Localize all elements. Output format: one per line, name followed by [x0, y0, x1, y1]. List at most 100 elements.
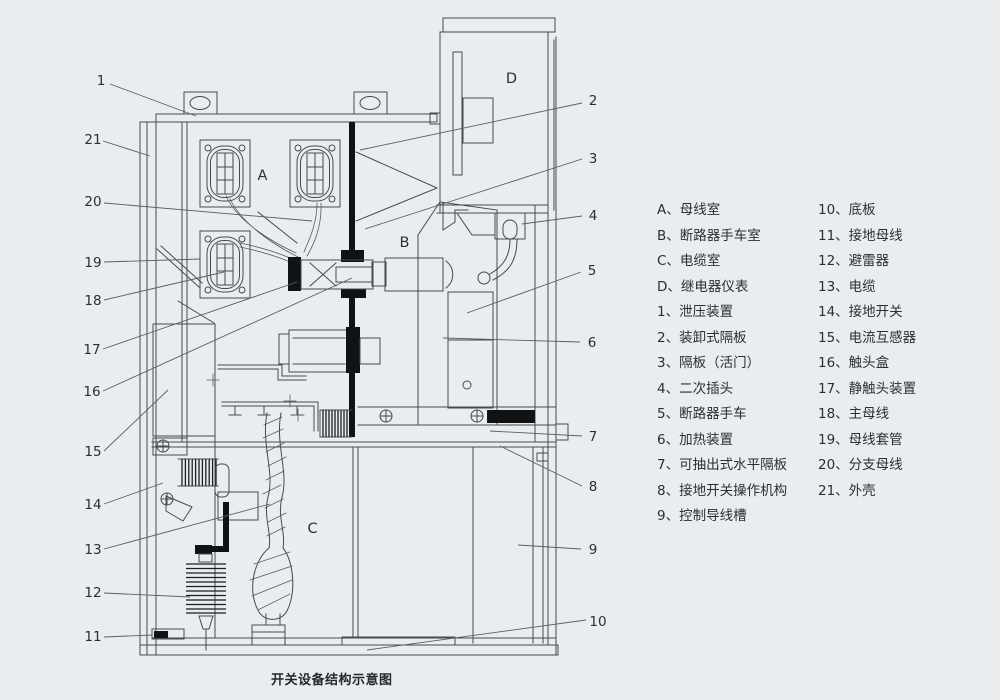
circuit-breaker-truck [447, 291, 494, 409]
lifting-lug [353, 91, 388, 115]
lower-contact-assembly [278, 327, 381, 373]
legend-item-15: 15、电流互感器 [818, 329, 917, 346]
removable-partition [319, 122, 439, 438]
legend-item-10: 10、底板 [818, 202, 876, 218]
legend-item-13: 13、电缆 [818, 278, 876, 295]
legend-item-A: A、母线室 [657, 202, 721, 218]
legend-item-B: B、断路器手车室 [657, 227, 761, 244]
legend-item-4: 4、二次插头 [657, 380, 734, 397]
leader-7 [489, 430, 583, 437]
breaker-frame [417, 189, 498, 426]
legend-column-left: A、母线室 B、断路器手车室 C、电缆室 D、继电器仪表 1、泄压装置 2、装卸… [657, 198, 827, 530]
insulator-supports [228, 405, 304, 416]
leader-11 [103, 634, 153, 638]
compartment-a-busbar-room: A [156, 121, 341, 443]
frame-notch [442, 202, 469, 231]
secondary-plug [477, 212, 526, 285]
leader-14 [103, 482, 164, 505]
breaker-pole [384, 257, 454, 292]
callout-10: 10 [589, 614, 606, 630]
bottom-plate [139, 637, 559, 656]
leader-2 [359, 102, 583, 151]
enclosure-left-wall [139, 121, 157, 656]
right-wall [547, 36, 557, 656]
legend-item-D: D、继电器仪表 [657, 278, 749, 295]
callout-17: 17 [83, 342, 100, 358]
leader-6 [442, 337, 581, 343]
shutter-plates [355, 151, 439, 222]
arrester-conductor [198, 502, 229, 552]
legend-item-1: 1、泄压装置 [657, 304, 734, 320]
leader-12 [103, 592, 191, 598]
current-transformer [152, 323, 216, 437]
rail-screw [379, 409, 393, 423]
callout-2: 2 [589, 93, 598, 109]
legend-item-6: 6、加热装置 [657, 431, 734, 448]
leader-3 [364, 158, 583, 230]
legend-item-7: 7、可抽出式水平隔板 [657, 457, 788, 473]
legend-item-17: 17、静触头装置 [818, 380, 917, 397]
callout-1: 1 [97, 73, 106, 89]
compartment-c-cable-room: C [151, 323, 549, 651]
callout-3: 3 [589, 151, 598, 167]
legend-item-19: 19、母线套管 [818, 431, 903, 448]
legend-item-2: 2、装卸式隔板 [657, 329, 747, 346]
legend-item-21: 21、外壳 [818, 482, 876, 499]
leader-18 [103, 271, 225, 301]
legend-item-11: 11、接地母线 [818, 227, 903, 244]
callout-13: 13 [84, 542, 101, 558]
legend-item-C: C、电缆室 [657, 253, 721, 269]
leader-5 [466, 271, 582, 314]
callout-20: 20 [84, 194, 101, 210]
callout-5: 5 [588, 263, 597, 279]
compartment-d-letter: D [506, 71, 518, 87]
wiring-conduit [217, 364, 319, 432]
compartment-d-relay-box: D [429, 17, 556, 236]
callout-19: 19 [84, 255, 101, 271]
vent-grille [319, 409, 353, 438]
static-contact [288, 257, 301, 291]
earthing-switch [152, 437, 259, 522]
legend-item-12: 12、避雷器 [818, 253, 890, 269]
legend-item-20: 20、分支母线 [818, 457, 903, 473]
legend-item-16: 16、触头盒 [818, 355, 890, 371]
busbar-bushing [199, 139, 251, 208]
callout-15: 15 [84, 444, 101, 460]
sloped-panel [156, 211, 298, 324]
truck-rails [357, 406, 557, 426]
callout-labels: 1 21 20 19 18 17 16 15 14 13 12 11 2 3 4… [83, 73, 606, 645]
relay-box-body [439, 31, 549, 214]
diagram-title: 开关设备结构示意图 [271, 673, 393, 688]
compartment-a-letter: A [258, 168, 269, 184]
compartment-c-letter: C [307, 521, 318, 537]
callout-18: 18 [84, 293, 101, 309]
pressure-relief-plate [155, 113, 438, 123]
callout-7: 7 [589, 429, 598, 445]
callout-16: 16 [83, 384, 100, 400]
callout-9: 9 [589, 542, 598, 558]
legend-item-5: 5、断路器手车 [657, 406, 747, 422]
main-busbar-bushing [199, 230, 251, 299]
relay-box-notch [456, 212, 496, 236]
heating-device [487, 410, 535, 423]
busbar-bushing [289, 139, 341, 208]
horizontal-partition [151, 441, 557, 448]
leader-1 [109, 83, 197, 117]
leader-lines [102, 83, 587, 651]
legend-item-8: 8、接地开关操作机构 [657, 482, 788, 499]
leader-4 [521, 215, 583, 225]
switch-lever [165, 495, 193, 522]
leader-20 [103, 202, 313, 222]
compartment-b-breaker-room: B [357, 189, 557, 426]
leader-9 [517, 544, 582, 550]
relay-box-cap [442, 17, 556, 33]
center-marks [206, 373, 305, 422]
callout-6: 6 [588, 335, 597, 351]
static-contact-assembly [288, 257, 387, 291]
cable-clamp-base [251, 624, 286, 646]
leader-13 [103, 503, 271, 550]
power-cable [249, 412, 294, 646]
legend-column-right: 10、底板 11、接地母线 12、避雷器 13、电缆 14、接地开关 15、电流… [818, 198, 988, 504]
leader-17 [102, 281, 298, 350]
